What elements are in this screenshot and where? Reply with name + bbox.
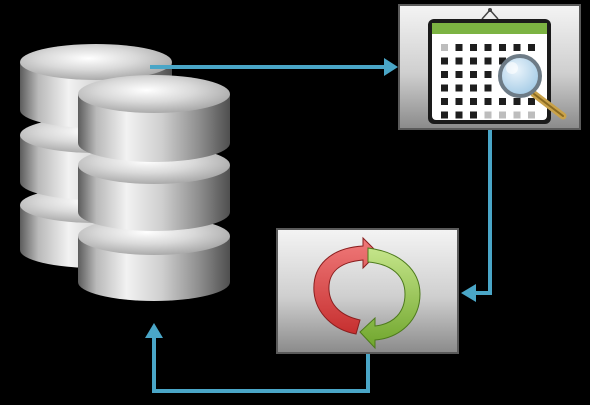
calendar-search-icon — [428, 8, 567, 124]
calendar-day-cell — [484, 111, 492, 119]
flow-database-to-scheduler — [150, 58, 398, 76]
calendar-day-cell — [441, 84, 448, 92]
calendar-day-cell — [513, 98, 521, 105]
flow-processing-to-database — [145, 323, 370, 393]
calendar-grid — [441, 44, 535, 119]
calendar-day-cell — [484, 71, 492, 78]
calendar-day-cell — [499, 111, 506, 119]
calendar-day-cell — [484, 84, 492, 92]
calendar-day-cell — [499, 44, 506, 51]
flow-scheduler-to-processing — [461, 130, 492, 302]
calendar-day-cell — [441, 98, 448, 105]
calendar-day-cell — [484, 57, 492, 65]
magnifier-icon — [498, 54, 567, 120]
scheduler-panel — [398, 4, 581, 130]
calendar-day-cell — [455, 71, 463, 78]
calendar-day-cell — [484, 98, 492, 105]
calendar-day-cell — [441, 57, 448, 65]
calendar-day-cell — [499, 57, 506, 65]
calendar-day-cell — [455, 111, 463, 119]
database-front-stack — [78, 75, 230, 301]
calendar-day-cell — [455, 98, 463, 105]
calendar-day-cell — [455, 57, 463, 65]
calendar-day-cell — [513, 111, 521, 119]
calendar-day-cell — [470, 84, 477, 92]
calendar-day-cell — [499, 98, 506, 105]
calendar-day-cell — [470, 71, 477, 78]
database-stack-icon — [20, 44, 230, 301]
calendar-day-cell — [441, 44, 448, 51]
calendar-day-cell — [455, 44, 463, 51]
calendar-day-cell — [470, 111, 477, 119]
calendar-day-cell — [441, 111, 448, 119]
calendar-day-cell — [528, 44, 535, 51]
calendar-day-cell — [441, 71, 448, 78]
calendar-day-cell — [470, 44, 477, 51]
calendar-day-cell — [455, 84, 463, 92]
calendar-day-cell — [470, 98, 477, 105]
refresh-cycle-icon — [313, 236, 421, 350]
calendar-day-cell — [470, 57, 477, 65]
calendar-day-cell — [513, 44, 521, 51]
processing-panel — [276, 228, 459, 354]
calendar-day-cell — [528, 111, 535, 119]
calendar-day-cell — [528, 98, 535, 105]
calendar-day-cell — [484, 44, 492, 51]
